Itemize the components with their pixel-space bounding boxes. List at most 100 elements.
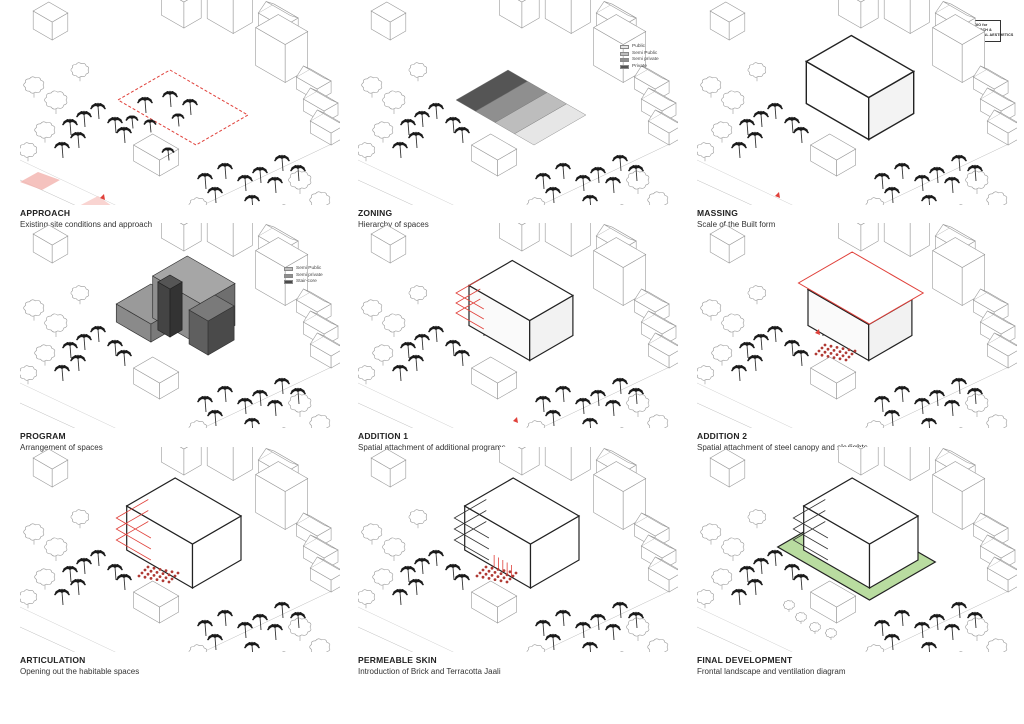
palm-tree-icon bbox=[197, 395, 213, 413]
addition-2-diagram bbox=[697, 223, 1017, 428]
house-roof bbox=[265, 448, 299, 466]
context-tree bbox=[309, 191, 331, 205]
palm-tree-icon bbox=[914, 397, 930, 415]
panel-subtitle: Hierarchy of spaces bbox=[358, 220, 429, 229]
block-front-face bbox=[206, 447, 234, 482]
block-side-face bbox=[183, 223, 202, 252]
opening-line bbox=[115, 499, 152, 539]
legend-item: Semi Public bbox=[620, 51, 659, 58]
context-tree bbox=[20, 589, 38, 609]
block-top-face bbox=[255, 461, 309, 492]
palm-tree-icon bbox=[612, 377, 628, 395]
zoning-strips bbox=[455, 69, 587, 146]
context-tree bbox=[361, 76, 383, 98]
block-side-face bbox=[909, 447, 930, 482]
context-tree bbox=[647, 414, 669, 428]
context-tree bbox=[372, 568, 394, 590]
block-front-face bbox=[499, 0, 523, 29]
palm-tree-icon bbox=[454, 126, 470, 144]
palm-tree-icon bbox=[967, 611, 983, 629]
palm-tree-icon bbox=[252, 389, 268, 407]
legend-item: Stair-core bbox=[284, 279, 323, 286]
palm-tree-icon bbox=[921, 641, 937, 652]
addition-programs bbox=[455, 278, 484, 330]
street-edge-inner bbox=[358, 382, 454, 428]
palm-tree-icon bbox=[290, 611, 306, 629]
palm-tree-icon bbox=[535, 395, 551, 413]
palm-tree-icon bbox=[445, 116, 461, 134]
context-tree bbox=[23, 299, 45, 321]
context-tree bbox=[361, 299, 383, 321]
panel-addition-2: ADDITION 2 Spatial attachment of steel ca… bbox=[697, 223, 1017, 452]
palm-tree-icon bbox=[545, 633, 561, 651]
context-tree bbox=[70, 285, 90, 305]
palm-tree-icon bbox=[929, 389, 945, 407]
approach-arrow-icon bbox=[20, 172, 60, 190]
legend-swatch bbox=[284, 267, 293, 272]
block-top-face bbox=[809, 356, 857, 384]
palm-tree-icon bbox=[575, 397, 591, 415]
palm-tree-icon bbox=[116, 126, 132, 144]
street-edge bbox=[20, 586, 340, 652]
palm-tree-icon bbox=[237, 621, 253, 639]
context-tree bbox=[188, 420, 208, 428]
palm-tree-icon bbox=[793, 126, 809, 144]
logo-line-1: STUDIO for bbox=[967, 23, 988, 27]
legend-label: Stair-core bbox=[296, 279, 317, 284]
context-tree bbox=[358, 142, 376, 162]
block-top-face bbox=[179, 0, 188, 3]
house-roof bbox=[994, 556, 1017, 571]
context-tree bbox=[288, 170, 312, 194]
palm-tree-icon bbox=[753, 333, 769, 351]
panel-title: MASSING bbox=[697, 208, 739, 218]
block-front-face bbox=[544, 223, 572, 258]
street-edge bbox=[358, 586, 678, 652]
palm-tree-icon bbox=[784, 339, 800, 357]
context-tree bbox=[526, 644, 546, 652]
legend-item: Semi private bbox=[620, 57, 659, 64]
block-front-face bbox=[499, 447, 523, 476]
palm-tree-icon bbox=[929, 166, 945, 184]
block-side-face bbox=[570, 223, 591, 258]
palm-tree-icon bbox=[274, 377, 290, 395]
palm-tree-icon bbox=[967, 164, 983, 182]
house-roof bbox=[655, 332, 678, 347]
block-top-face bbox=[132, 580, 180, 608]
panel-subtitle: Spatial attachment of steel canopy and s… bbox=[697, 443, 868, 452]
palm-tree-icon bbox=[767, 325, 783, 343]
street-edge-inner bbox=[358, 159, 454, 205]
palm-tree-icon bbox=[244, 641, 260, 652]
legend-swatch bbox=[620, 64, 629, 69]
palm-tree-icon bbox=[182, 98, 198, 116]
palm-tree-icon bbox=[161, 147, 175, 161]
palm-tree-icon bbox=[582, 194, 598, 205]
palm-tree-icon bbox=[739, 341, 755, 359]
palm-tree-icon bbox=[929, 613, 945, 631]
context-tree bbox=[783, 600, 795, 612]
legend-item: Public bbox=[620, 44, 659, 51]
addition-floor-line bbox=[455, 298, 484, 330]
palm-tree-icon bbox=[414, 110, 430, 128]
panel-title: ADDITION 2 bbox=[697, 431, 748, 441]
block-top-face bbox=[709, 448, 746, 470]
house-roof bbox=[303, 65, 332, 82]
street-edge-inner bbox=[697, 159, 793, 205]
palm-tree-icon bbox=[90, 325, 106, 343]
palm-tree-icon bbox=[171, 113, 185, 127]
house-roof bbox=[641, 512, 670, 529]
stair-core-block-side-face bbox=[169, 281, 183, 338]
palm-tree-icon bbox=[392, 588, 408, 606]
zoning-diagram bbox=[358, 0, 678, 205]
steel-canopy bbox=[797, 251, 925, 325]
block-front-face bbox=[161, 447, 185, 476]
block-top-face bbox=[132, 133, 180, 161]
context-tree bbox=[865, 644, 885, 652]
palm-tree-icon bbox=[445, 339, 461, 357]
palm-tree-icon bbox=[555, 162, 571, 180]
street-edge-inner bbox=[20, 606, 116, 652]
panel-subtitle: Frontal landscape and ventilation diagra… bbox=[697, 667, 846, 676]
skylight-grid bbox=[475, 565, 518, 584]
